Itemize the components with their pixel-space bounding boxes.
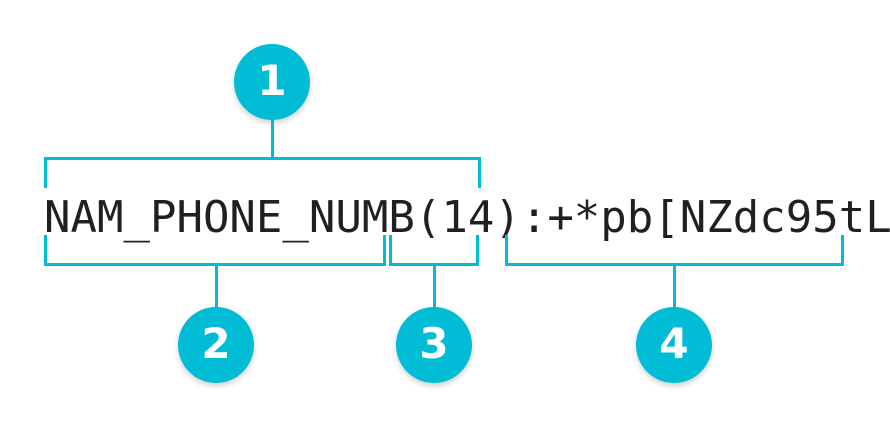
bracket-segment-4 (505, 235, 844, 266)
callout-stem-4 (673, 265, 676, 308)
bracket-segment-3 (389, 235, 479, 266)
callout-stem-1 (271, 120, 274, 158)
callout-stem-2 (215, 265, 218, 308)
callout-number-1: 1 (257, 56, 287, 105)
callout-circle-2[interactable]: 2 (178, 307, 254, 383)
callout-circle-1[interactable]: 1 (234, 44, 310, 120)
callout-stem-3 (433, 265, 436, 308)
callout-number-2: 2 (201, 319, 231, 368)
annotated-string: NAM_PHONE_NUMB(14):+*pb[NZdc95tLB (44, 192, 890, 243)
callout-number-3: 3 (419, 319, 449, 368)
callout-circle-3[interactable]: 3 (396, 307, 472, 383)
bracket-segment-2 (44, 235, 386, 266)
callout-circle-4[interactable]: 4 (636, 307, 712, 383)
callout-number-4: 4 (659, 319, 689, 368)
bracket-segment-1 (44, 157, 481, 188)
